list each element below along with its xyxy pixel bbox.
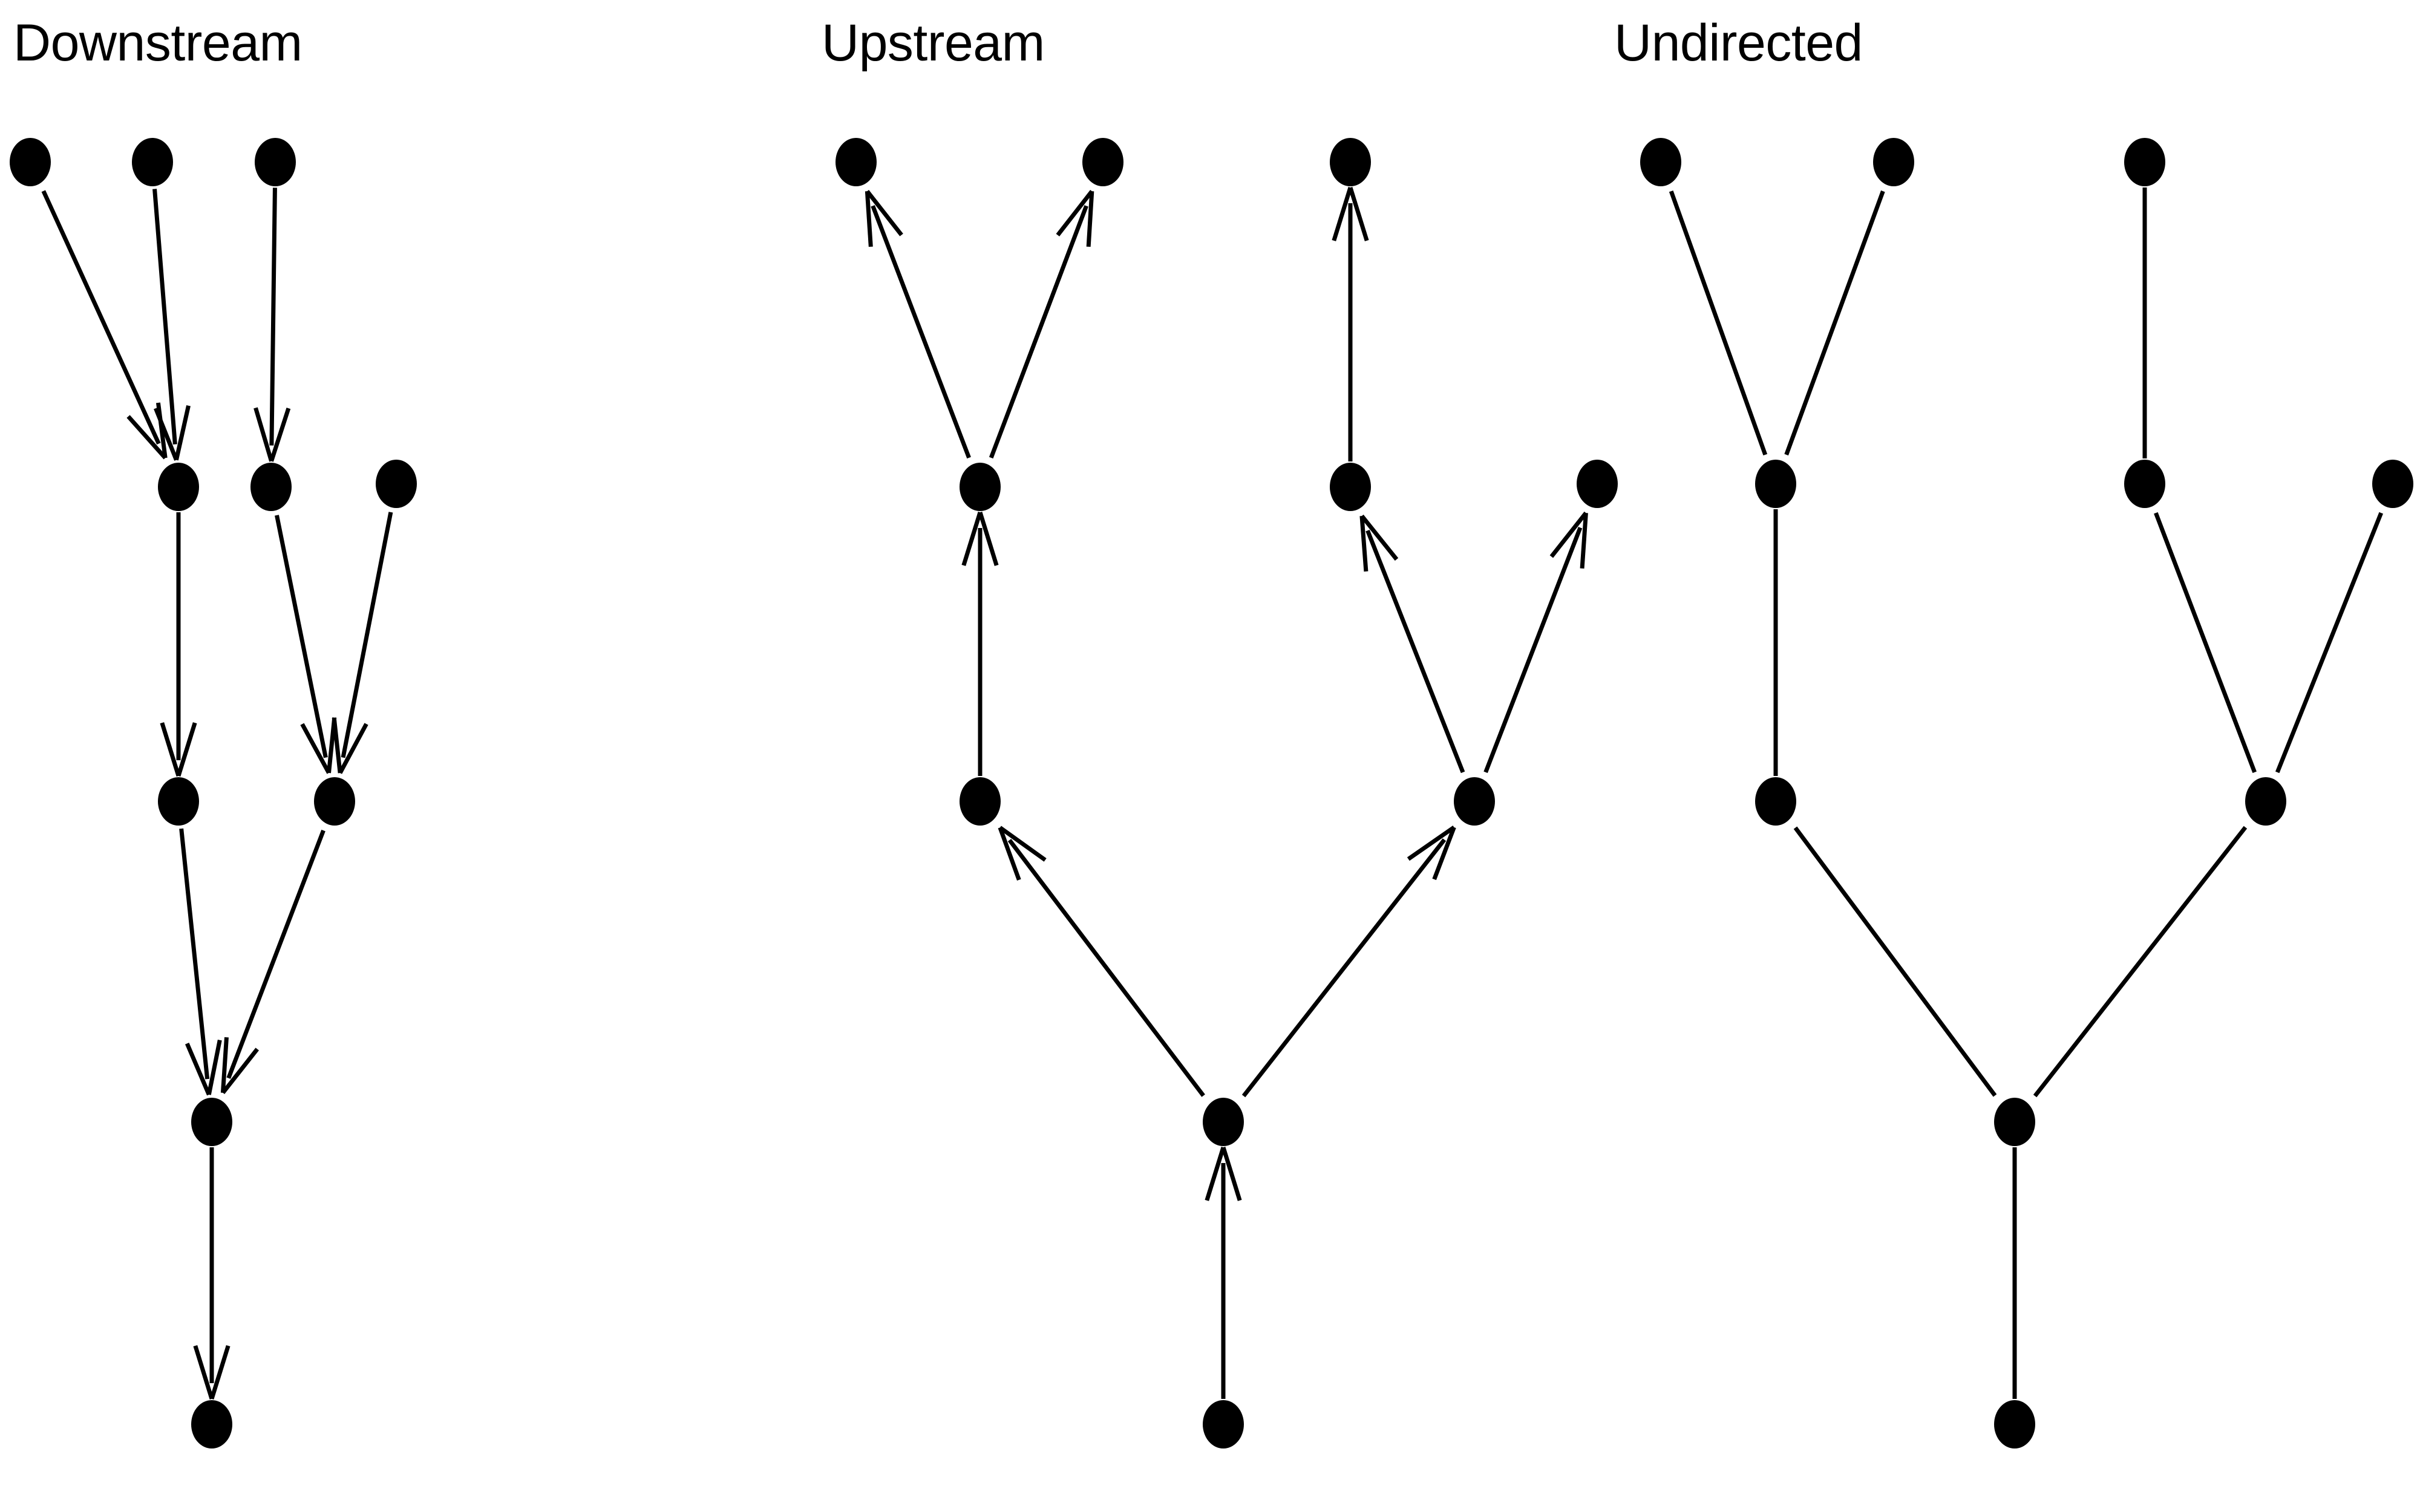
edge-u9-to-u8 [1241,825,1456,1098]
graph-node[interactable] [158,777,199,826]
graph-node[interactable] [2372,460,2413,508]
nodes-layer [10,138,2413,1448]
edge-n7-to-n9 [1793,826,1997,1097]
edge-u10-to-u9 [1205,1146,1242,1399]
graph-node[interactable] [1082,138,1123,186]
edge-u4-to-u1 [865,189,971,459]
edge-u5-to-u3 [1332,186,1369,461]
graph-node[interactable] [10,138,51,186]
graph-node[interactable] [191,1400,232,1448]
edge-d2-to-d4 [152,189,191,461]
edge-u9-to-u7 [998,826,1205,1097]
edge-n2-to-n4 [1784,190,1885,456]
graph-node[interactable] [1755,460,1796,508]
graph-node[interactable] [1203,1098,1244,1146]
graph-node[interactable] [836,138,877,186]
edges-layer [41,186,2384,1400]
graph-node[interactable] [1203,1400,1244,1448]
graph-node[interactable] [1873,138,1914,186]
graph-node[interactable] [255,138,296,186]
edge-u7-to-u4 [961,511,999,776]
edge-n6-to-n8 [2275,512,2384,774]
graph-node[interactable] [158,463,199,511]
titles-layer: Downstream Upstream Undirected [13,14,1863,72]
graph-node[interactable] [2124,138,2165,186]
edge-d3-to-d5 [253,187,291,462]
edge-n1-to-n4 [1669,190,1768,456]
graph-node[interactable] [960,777,1001,826]
graph-node[interactable] [314,777,355,826]
graph-node[interactable] [191,1098,232,1146]
graph-node[interactable] [376,460,417,508]
edge-n8-to-n9 [2033,826,2248,1098]
panel-title-downstream: Downstream [13,14,302,72]
graph-node[interactable] [1330,138,1371,186]
edge-d7-to-d9 [179,828,222,1096]
edge-u8-to-u5 [1359,514,1465,774]
edge-d5-to-d8 [275,515,337,774]
edge-u8-to-u6 [1483,511,1588,774]
graph-node[interactable] [132,138,173,186]
panel-title-undirected: Undirected [1614,14,1863,72]
graph-node[interactable] [2124,460,2165,508]
graph-node[interactable] [1330,463,1371,511]
graph-node[interactable] [2245,777,2286,826]
edge-d8-to-d9 [220,829,325,1095]
graph-node[interactable] [1454,777,1495,826]
graph-node[interactable] [1755,777,1796,826]
edge-d4-to-d7 [160,512,197,777]
edge-u4-to-u2 [989,189,1094,459]
graph-node[interactable] [1994,1400,2035,1448]
edge-n5-to-n8 [2154,512,2257,774]
graph-node[interactable] [1577,460,1618,508]
edge-d6-to-d8 [332,512,393,774]
graph-node[interactable] [250,463,292,511]
panel-title-upstream: Upstream [822,14,1045,72]
graph-node[interactable] [1994,1098,2035,1146]
graph-node[interactable] [1640,138,1681,186]
graph-node[interactable] [960,463,1001,511]
edge-d1-to-d4 [41,190,168,460]
edge-d9-to-d10 [193,1147,231,1400]
